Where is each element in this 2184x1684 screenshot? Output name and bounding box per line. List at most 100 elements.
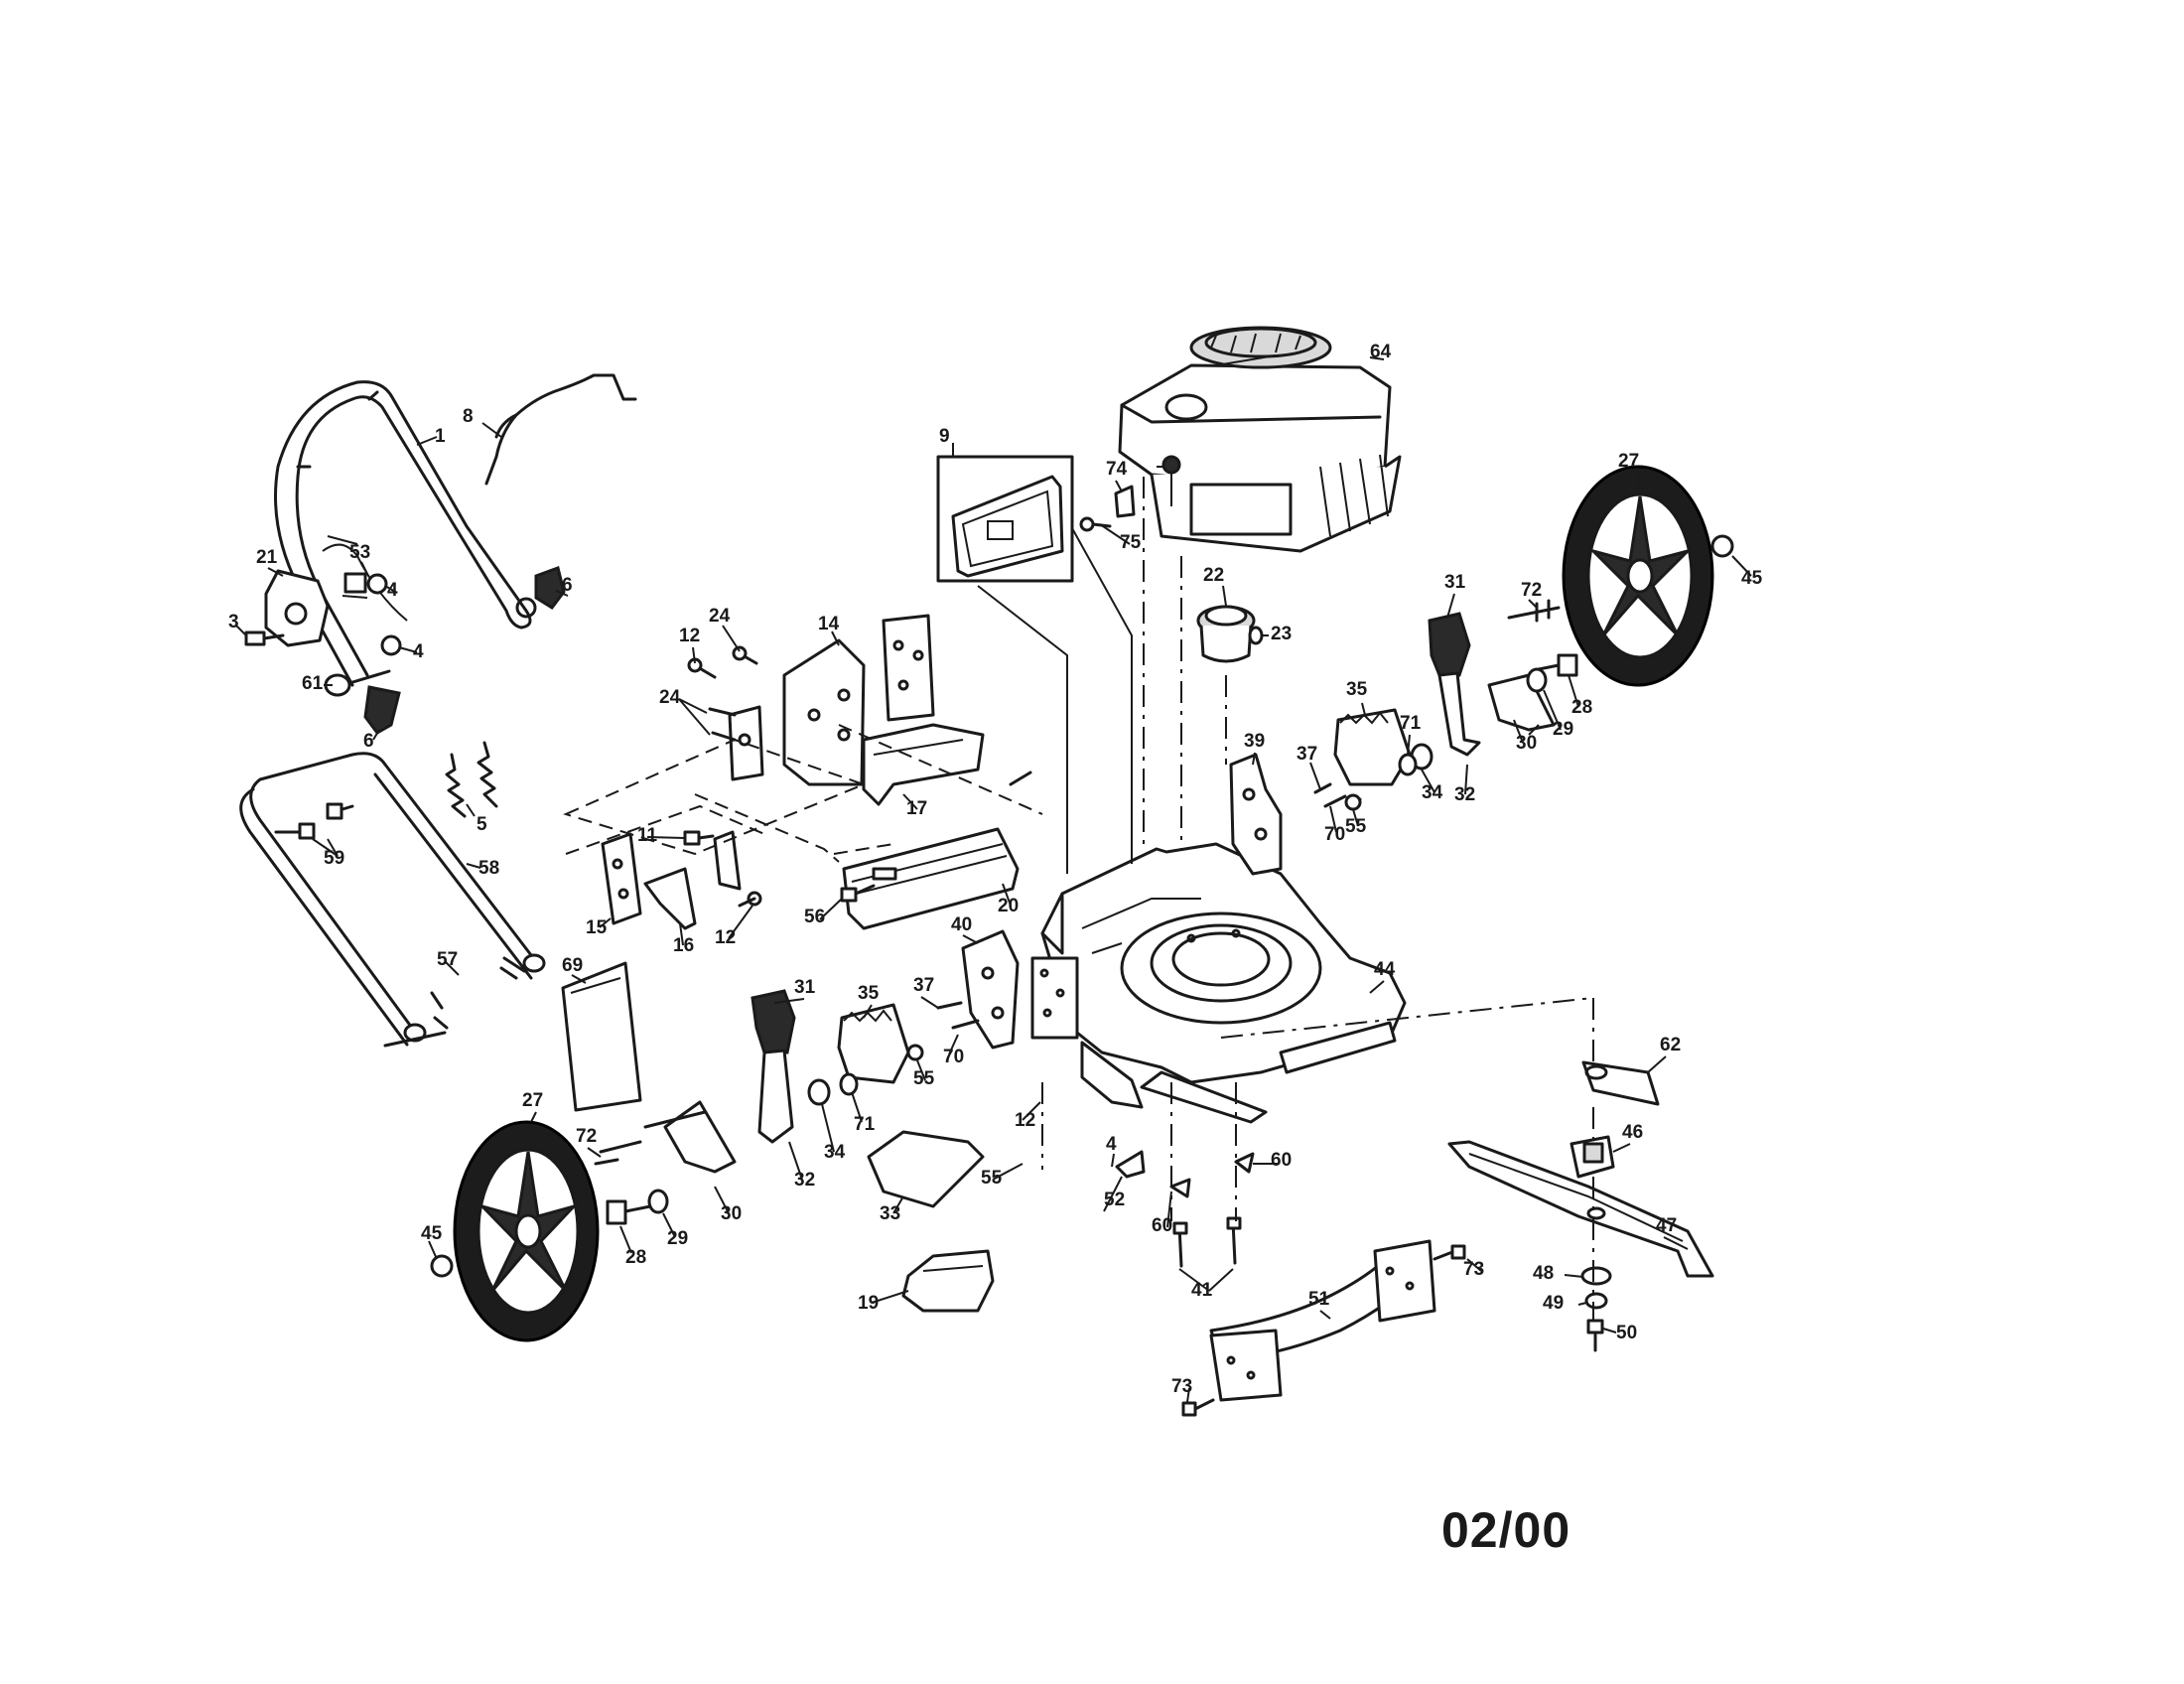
callout-45: 45 <box>421 1223 443 1244</box>
callout-55: 55 <box>981 1168 1003 1189</box>
callout-53: 53 <box>349 542 370 563</box>
callout-74: 74 <box>1106 459 1128 480</box>
callout-72: 72 <box>1521 580 1542 601</box>
callout-75: 75 <box>1120 532 1142 553</box>
height-adjuster-part-39 <box>1229 753 1283 876</box>
callout-4: 4 <box>1106 1134 1117 1155</box>
callout-32: 32 <box>1454 784 1475 805</box>
bolt-part-56 <box>840 884 876 903</box>
callout-31: 31 <box>1444 572 1466 593</box>
adapter-part-46 <box>1570 1135 1615 1179</box>
callout-12: 12 <box>715 927 736 948</box>
callout-71: 71 <box>1400 713 1422 734</box>
callout-51: 51 <box>1308 1289 1330 1310</box>
label-plate-part-69 <box>561 961 642 1112</box>
callout-31: 31 <box>794 977 816 998</box>
axle-bracket-part-30-right <box>1487 673 1556 732</box>
callout-3: 3 <box>228 612 239 632</box>
flap-part-52 <box>1115 1150 1146 1179</box>
callout-39: 39 <box>1244 731 1265 752</box>
callout-24: 24 <box>659 687 681 708</box>
height-plate-part-35-left <box>837 1003 910 1084</box>
wheel-part-27-left <box>453 1120 600 1342</box>
callout-55: 55 <box>1345 816 1367 837</box>
callout-48: 48 <box>1533 1263 1554 1284</box>
callout-15: 15 <box>586 917 608 938</box>
callout-27: 27 <box>1618 451 1639 472</box>
handle-knob-part-21 <box>264 569 330 647</box>
baffle-part-51 <box>1209 1239 1436 1402</box>
bolt-part-57 <box>430 956 526 1030</box>
callout-73: 73 <box>1463 1259 1484 1280</box>
chute-part-17 <box>862 723 985 806</box>
callout-37: 37 <box>1297 744 1317 765</box>
deflector-part-33 <box>867 1130 985 1208</box>
callout-19: 19 <box>858 1293 879 1314</box>
callout-16: 16 <box>673 935 694 956</box>
callout-34: 34 <box>1422 782 1443 803</box>
blade-adapter-part-62 <box>1581 1060 1660 1106</box>
callout-73: 73 <box>1171 1376 1192 1397</box>
blade-adapter-part-22 <box>1196 605 1256 663</box>
callout-9: 9 <box>939 426 950 447</box>
callout-22: 22 <box>1203 565 1224 586</box>
callout-34: 34 <box>824 1142 846 1163</box>
callout-64: 64 <box>1370 342 1392 362</box>
callout-40: 40 <box>951 914 972 935</box>
spring-part-5 <box>445 741 498 818</box>
callout-8: 8 <box>463 406 474 427</box>
washers-parts-48-49 <box>1580 1266 1612 1310</box>
callout-58: 58 <box>478 858 499 879</box>
bracket-part-15 <box>601 832 642 925</box>
height-lever-part-31-left <box>751 989 796 1144</box>
callout-28: 28 <box>625 1247 646 1268</box>
bolt-part-11 <box>683 830 715 846</box>
lower-handle-part-58 <box>239 752 546 1048</box>
mounting-bracket-part-14 <box>782 638 866 786</box>
callout-35: 35 <box>1346 679 1368 700</box>
callout-70: 70 <box>1324 824 1345 845</box>
washers-parts-34-71 <box>807 743 1433 1106</box>
cable-clip-part-53 <box>322 543 408 622</box>
axle-bracket-part-30-left <box>663 1100 737 1174</box>
callout-35: 35 <box>858 983 880 1004</box>
callout-6: 6 <box>363 731 374 752</box>
bracket-part-74 <box>1114 485 1136 518</box>
callout-12: 12 <box>679 626 700 646</box>
callout-11: 11 <box>637 825 658 846</box>
height-adjuster-part-40 <box>961 929 1020 1050</box>
callout-46: 46 <box>1622 1122 1643 1143</box>
callout-1: 1 <box>435 426 446 447</box>
callout-61: 61 <box>302 673 324 694</box>
callout-28: 28 <box>1571 697 1592 718</box>
washer-part-29 <box>647 667 1548 1214</box>
callout-69: 69 <box>562 955 583 976</box>
callout-30: 30 <box>1516 733 1537 754</box>
control-bail-part-8 <box>484 373 637 486</box>
callout-70: 70 <box>943 1047 964 1067</box>
rear-door-part-20 <box>842 827 1020 930</box>
callout-6: 6 <box>562 575 573 596</box>
callout-62: 62 <box>1660 1035 1681 1055</box>
callout-29: 29 <box>1553 719 1573 740</box>
callout-71: 71 <box>854 1114 876 1135</box>
callout-41: 41 <box>1191 1280 1213 1301</box>
bolt-part-59 <box>274 802 354 840</box>
bolt-parts-12-24 <box>687 645 1032 908</box>
callout-44: 44 <box>1374 959 1396 980</box>
callout-labels: 1 3 4 4 4 5 6 6 8 9 11 12 12 12 14 15 16… <box>228 342 1763 1403</box>
axle-bolt-part-72 <box>594 599 1561 1166</box>
date-code: 02/00 <box>1441 1502 1571 1558</box>
callout-45: 45 <box>1741 568 1763 589</box>
bolt-part-50 <box>1586 1319 1604 1352</box>
callout-57: 57 <box>437 949 458 970</box>
callout-20: 20 <box>998 896 1019 916</box>
mower-deck-part-44 <box>1030 842 1407 1124</box>
mulch-cover-part-19 <box>901 1249 995 1313</box>
callout-21: 21 <box>256 547 278 568</box>
bracket-part-16 <box>643 867 697 930</box>
bolt-part-3 <box>244 631 285 646</box>
hinge-bracket-part-24 <box>728 705 764 781</box>
callout-60: 60 <box>1271 1150 1292 1171</box>
